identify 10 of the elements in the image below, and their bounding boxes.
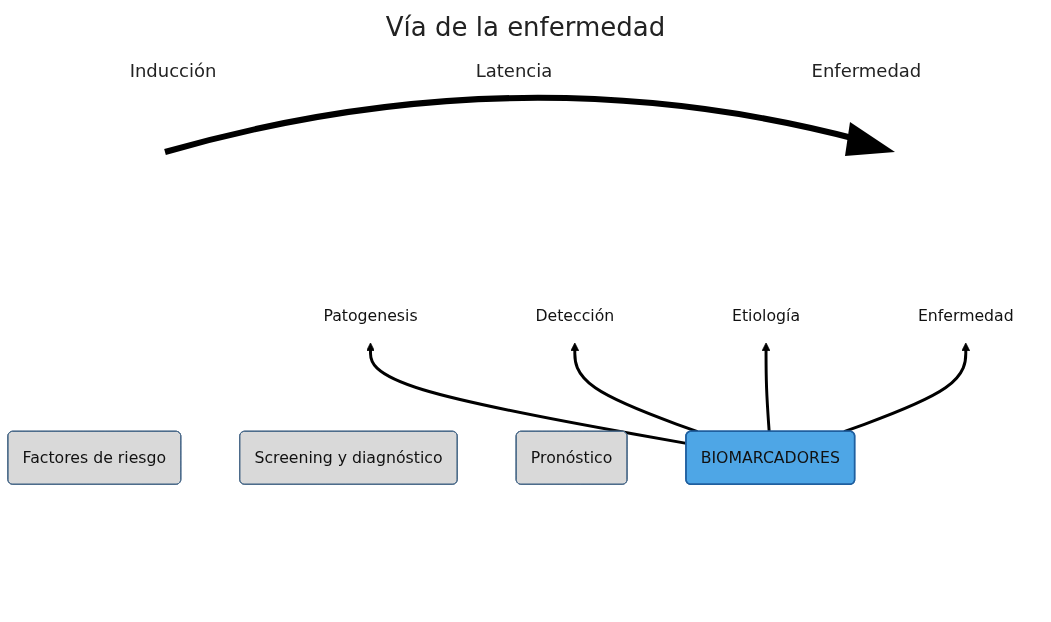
- node-text: Patogenesis: [323, 306, 418, 326]
- node-text: Etiología: [732, 306, 801, 326]
- node-text: Enfermedad: [917, 306, 1014, 326]
- node-text: Detección: [535, 306, 615, 326]
- stage-label: Inducción: [129, 60, 217, 81]
- arrow: [570, 342, 698, 434]
- stage-label: Enfermedad: [811, 60, 922, 81]
- stage-label: Latencia: [475, 60, 553, 81]
- arrow: [761, 342, 771, 433]
- diagram-title: Vía de la enfermedad: [385, 12, 666, 42]
